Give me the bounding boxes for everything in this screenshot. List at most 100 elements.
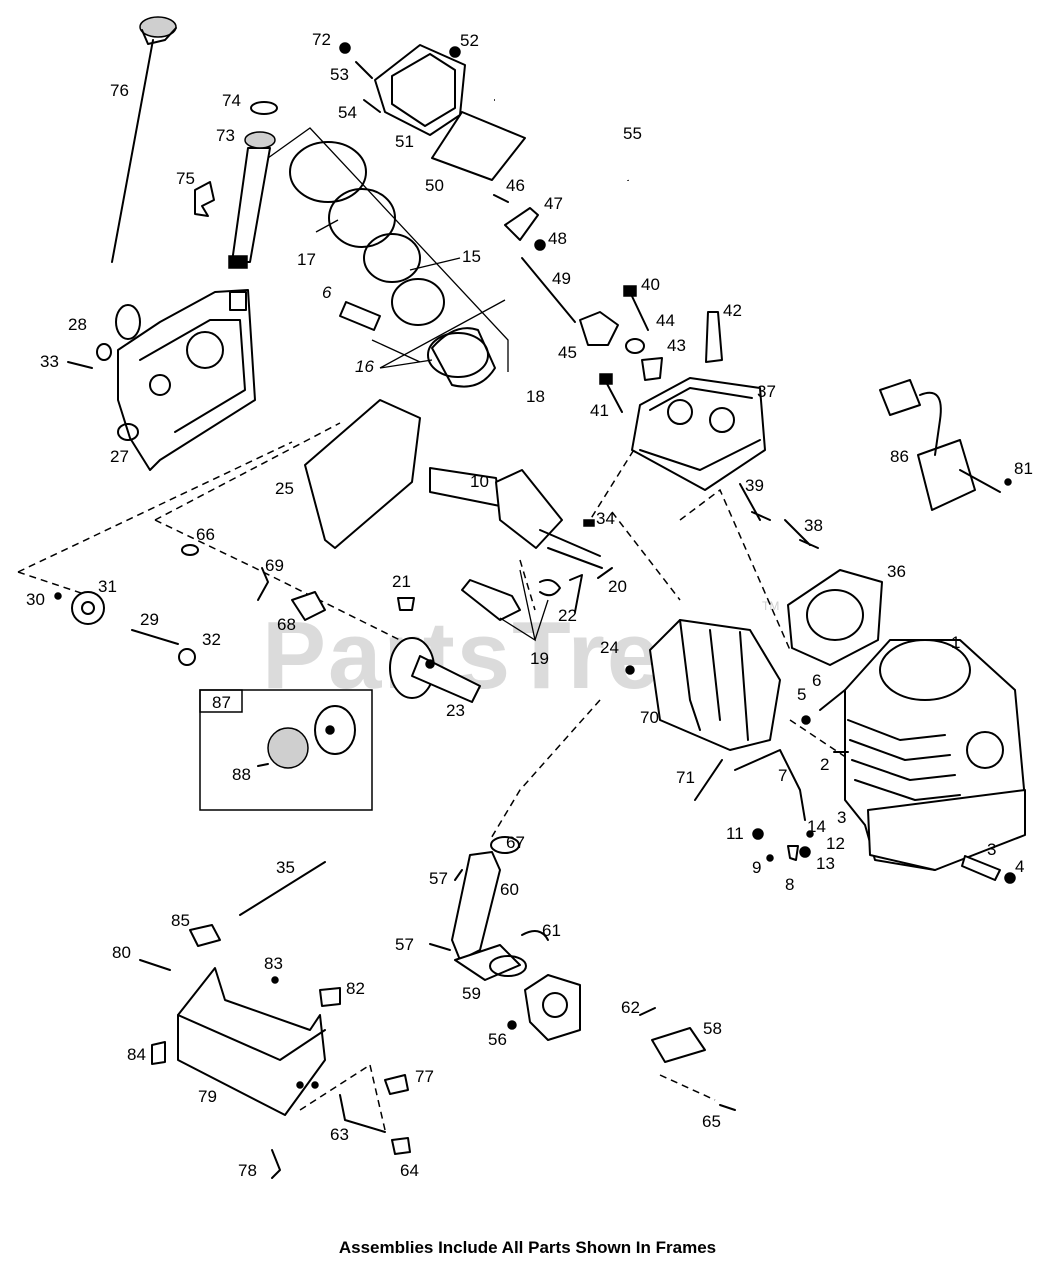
carburetor-part-56 [507, 974, 581, 1041]
part-number-label: 43 [667, 336, 686, 355]
leader-lines [315, 219, 506, 369]
decal-part-84 [151, 1041, 166, 1065]
part-number-label: 13 [816, 854, 835, 873]
governor-parts-29-32 [54, 591, 196, 666]
gasket-part-50 [431, 111, 526, 181]
part-number-label: 48 [548, 229, 567, 248]
part-number-label: 50 [425, 176, 444, 195]
screw-part-33 [67, 361, 93, 369]
part-number-label: 76 [110, 81, 129, 100]
washer-part-66 [181, 544, 199, 556]
head-gasket-part-36 [787, 569, 883, 666]
cylinder-head-part-37 [631, 377, 766, 491]
intake-manifold-part-60 [429, 836, 521, 981]
part-number-label: 79 [198, 1087, 217, 1106]
clip-part-64 [391, 1137, 411, 1155]
part-number-label: 60 [500, 880, 519, 899]
assembly-frame-87 [199, 689, 373, 811]
part-number-label: 24 [600, 638, 619, 657]
dipper-part-22 [569, 574, 583, 613]
part-number-label: 39 [745, 476, 764, 495]
part-number-label: 68 [277, 615, 296, 634]
watermark-brand: PartsTree [262, 602, 718, 709]
lever-parts-7-13 [734, 749, 814, 862]
spring-part-69 [257, 567, 269, 601]
part-number-label: 49 [552, 269, 571, 288]
part-number-label: 57 [429, 869, 448, 888]
part-number-label: 41 [590, 401, 609, 420]
part-number-label: 69 [265, 556, 284, 575]
part-number-label: 28 [68, 315, 87, 334]
part-number-label: 7 [778, 766, 787, 785]
part-number-label: 22 [558, 606, 577, 625]
seal-part-28 [96, 304, 141, 361]
piston-rings-parts-17-15 [267, 127, 509, 372]
dipstick-part-76 [111, 16, 177, 263]
part-number-label: 65 [702, 1112, 721, 1131]
part-number-label: 14 [807, 817, 826, 836]
part-number-label: 84 [127, 1045, 146, 1064]
key-part-77 [384, 1074, 409, 1095]
assembly-lines [17, 422, 851, 1131]
part-number-label: 63 [330, 1125, 349, 1144]
part-number-label: 44 [656, 311, 675, 330]
part-number-label: 3 [837, 808, 846, 827]
part-number-label: 74 [222, 91, 241, 110]
part-number-label: 42 [723, 301, 742, 320]
part-number-label: 11 [726, 824, 744, 843]
part-number-label: 15 [462, 247, 481, 266]
part-number-label: 62 [621, 998, 640, 1017]
part-number-label: 35 [276, 858, 295, 877]
valve-cover-part-51 [339, 42, 466, 136]
part-number-label: 58 [703, 1019, 722, 1038]
crankshaft-part-10 [429, 467, 603, 569]
part-number-label: 82 [346, 979, 365, 998]
part-number-label: 36 [887, 562, 906, 581]
part-number-label: 83 [264, 954, 283, 973]
part-number-label: 78 [238, 1161, 257, 1180]
part-number-label: 9 [752, 858, 761, 877]
part-number-label: 30 [26, 590, 45, 609]
part-number-label: 80 [112, 943, 131, 962]
dipstick-tube-part-73 [228, 101, 278, 269]
part-number-label: 67 [506, 833, 525, 852]
part-number-label: 12 [826, 834, 845, 853]
part-number-label: 6 [322, 283, 332, 302]
tube-part-6 [819, 689, 846, 711]
screw-part-65 [719, 1104, 736, 1111]
part-number-label: 19 [530, 649, 549, 668]
part-number-labels: 1233456678910111213141516171819202122232… [26, 30, 1033, 1180]
part-number-label: 59 [462, 984, 481, 1003]
blower-cover-part-79 [177, 967, 326, 1116]
part-number-label: 21 [392, 572, 411, 591]
valve-part-38 [784, 519, 819, 549]
part-number-label: 86 [890, 447, 909, 466]
part-number-label: 10 [470, 472, 489, 491]
crankcase-cover-part-27 [117, 289, 256, 471]
watermark-trademark: TM [762, 599, 779, 613]
part-number-label: 75 [176, 169, 195, 188]
part-number-label: 6 [812, 671, 821, 690]
part-number-label: 73 [216, 126, 235, 145]
part-number-label: 1 [951, 633, 960, 652]
clip-part-75 [194, 181, 215, 217]
dowel-part-3 [961, 855, 1001, 881]
part-number-label: 38 [804, 516, 823, 535]
part-number-label: 72 [312, 30, 331, 49]
part-number-label: 40 [641, 275, 660, 294]
part-number-label: 29 [140, 610, 159, 629]
part-number-label: 37 [757, 382, 776, 401]
part-number-label: 46 [506, 176, 525, 195]
part-number-label: 2 [820, 755, 829, 774]
part-number-label: 4 [1015, 857, 1024, 876]
spring-part-78 [271, 1149, 281, 1179]
solenoid-part-86 [879, 379, 1012, 511]
frame-label-87: 87 [212, 693, 231, 712]
nut-part-83 [271, 976, 279, 984]
part-number-label: 66 [196, 525, 215, 544]
part-number-label: 17 [297, 250, 316, 269]
part-61 [639, 1007, 656, 1016]
part-number-label: 5 [797, 685, 806, 704]
gasket-part-59 [489, 955, 527, 977]
engine-block-part-1 [844, 639, 1026, 871]
